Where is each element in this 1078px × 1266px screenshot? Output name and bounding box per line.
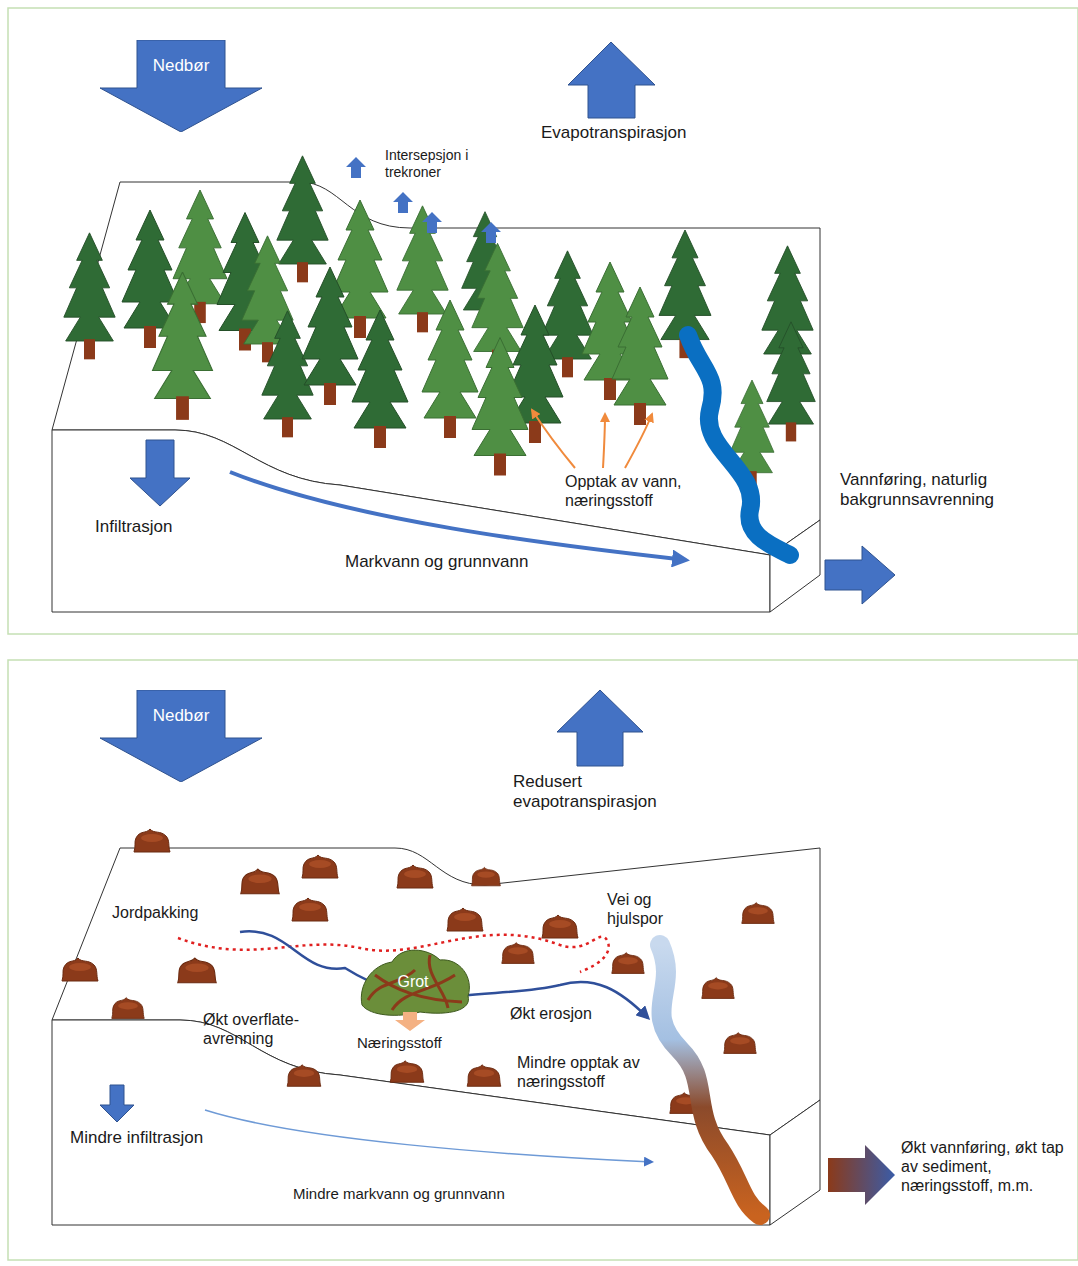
diagram-label: Mindre markvann og grunnvann [293,1185,553,1203]
diagram-label: Økt overflate- avrenning [203,1010,321,1048]
diagram-label: Vannføring, naturlig bakgrunnsavrenning [840,470,1040,511]
diagram-label: Næringsstoff [357,1034,467,1052]
diagram-label: Redusert evapotranspirasjon [513,772,683,813]
diagram-label: Markvann og grunnvann [345,552,595,572]
diagram-label: Vei og hjulspor [607,890,685,928]
diagram-label: Opptak av vann, næringsstoff [565,472,700,510]
diagram-label: Infiltrasjon [95,517,225,537]
diagram-label: Økt erosjon [510,1004,620,1023]
diagram-label: Evapotranspirasjon [541,123,681,143]
diagram-label: Grot [385,972,441,991]
arrow-shape [100,690,262,782]
diagram-label: Jordpakking [112,903,222,922]
arrow-shape [100,40,262,132]
diagram-label: Økt vannføring, økt tap av sediment, nær… [901,1138,1071,1196]
arrow-outline [100,690,262,782]
arrow-text: Nedbør [100,690,262,726]
precipitation-arrow: Nedbør [100,40,262,132]
diagram-label: Mindre infiltrasjon [70,1128,240,1148]
diagram-label: Intersepsjon i trekroner [385,147,485,181]
arrow-outline [100,40,262,132]
precipitation-arrow: Nedbør [100,690,262,782]
arrow-text: Nedbør [100,40,262,76]
diagram-label: Mindre opptak av næringsstoff [517,1053,657,1091]
